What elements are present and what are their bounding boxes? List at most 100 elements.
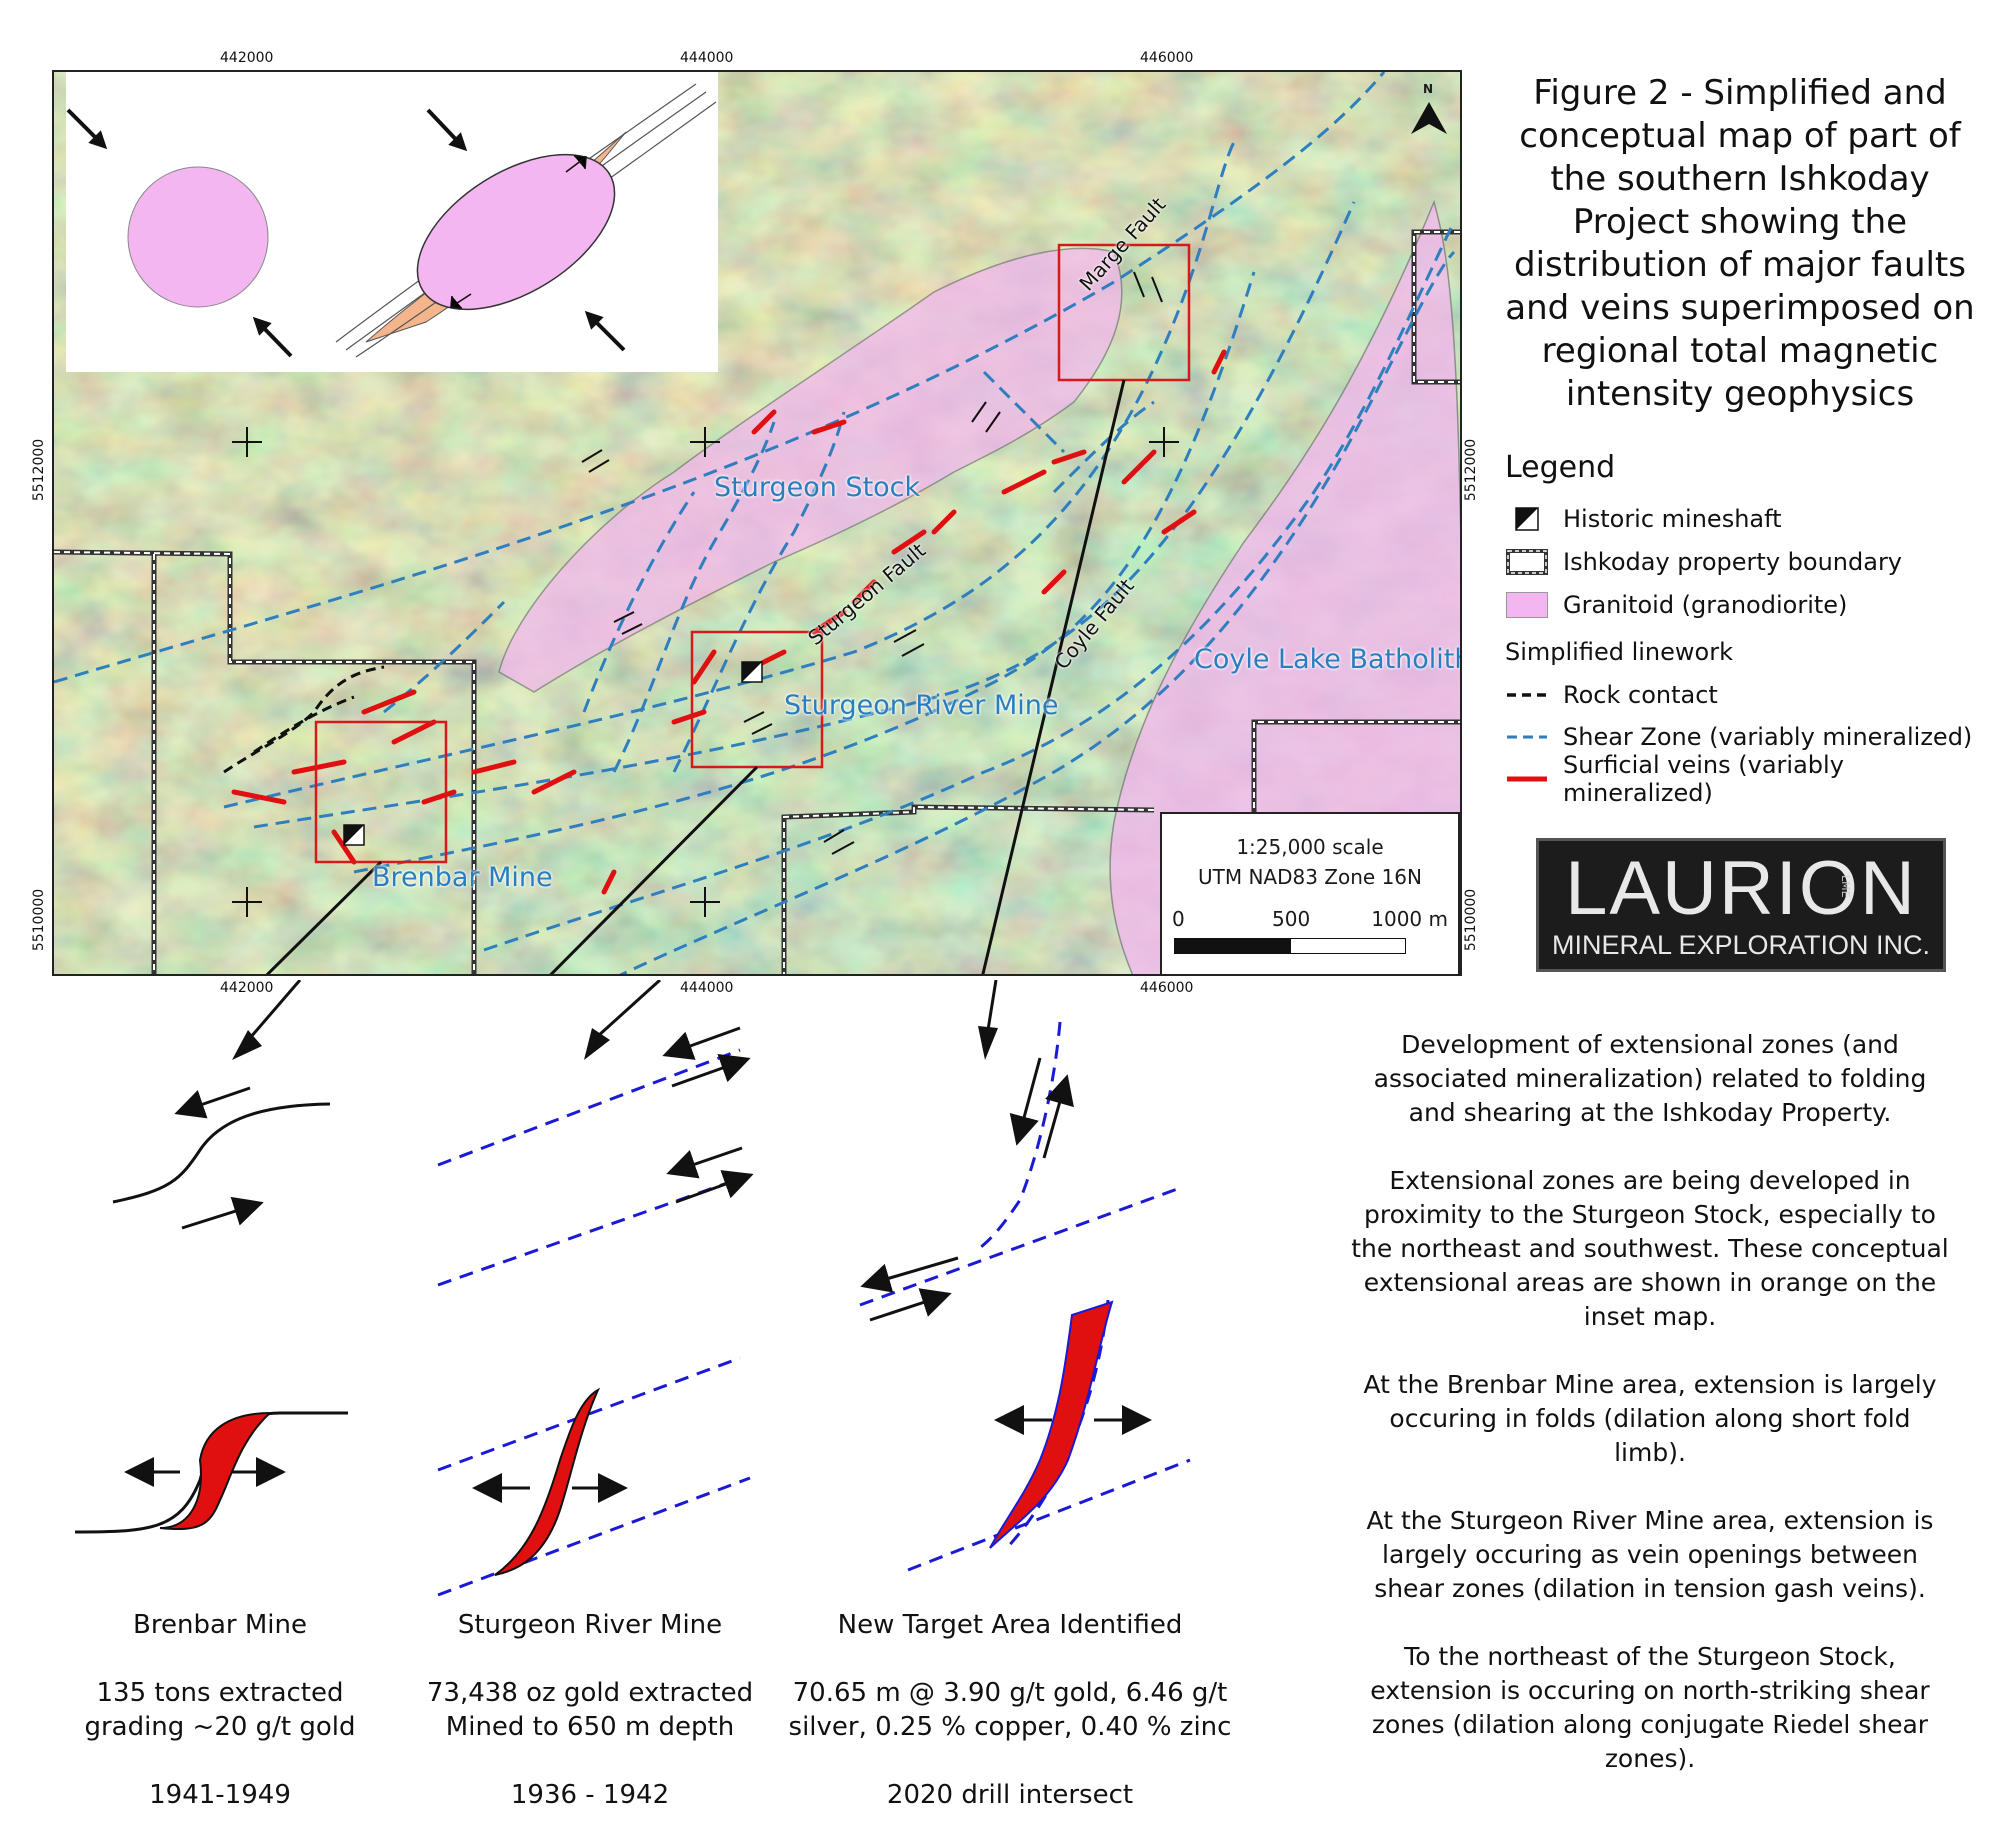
legend-item-shear-zone: Shear Zone (variably mineralized) — [1505, 720, 1972, 754]
surficial-veins — [231, 349, 1227, 895]
bottom-tick-444000: 444000 — [680, 980, 734, 996]
scale-tick-1000: 1000 m — [1371, 907, 1448, 931]
legend-label-rock-contact: Rock contact — [1563, 681, 1718, 709]
left-tick-5510000: 5510000 — [31, 888, 48, 952]
caption-target-name: New Target Area Identified — [837, 1610, 1183, 1640]
description-p1-line: Development of extensional zones (and — [1401, 1030, 1899, 1059]
description-p4-line: shear zones (dilation in tension gash ve… — [1374, 1574, 1926, 1603]
legend-label-vein: Surficial veins (variably mineralized) — [1563, 751, 1844, 807]
description-p2-line: inset map. — [1583, 1302, 1717, 1331]
caption-target-detail1: 70.65 m @ 3.90 g/t gold, 6.46 g/t — [792, 1678, 1228, 1708]
scale-tick-500: 500 — [1272, 907, 1311, 931]
shear-zones — [54, 72, 1456, 974]
description-p3-line: occuring in folds (dilation along short … — [1389, 1404, 1911, 1433]
right-tick-5512000: 5512000 — [1463, 438, 1480, 502]
scale-box: 1:25,000 scale UTM NAD83 Zone 16N 0 500 … — [1160, 812, 1460, 976]
strain-inset-diagram — [66, 72, 718, 372]
description-p2-line: proximity to the Sturgeon Stock, especia… — [1364, 1200, 1936, 1229]
map-frame: Sturgeon Stock Sturgeon River Mine Brenb… — [52, 70, 1462, 976]
description-p1-line: associated mineralization) related to fo… — [1373, 1064, 1927, 1093]
mineshaft-symbols — [343, 661, 763, 846]
logo-subtitle: MINERAL EXPLORATION INC. — [1551, 930, 1931, 960]
legend-item-granitoid: Granitoid (granodiorite) — [1505, 588, 1847, 622]
label-brenbar-mine: Brenbar Mine — [372, 862, 553, 893]
label-sturgeon-river-mine: Sturgeon River Mine — [784, 690, 1059, 721]
compression-arrows — [66, 108, 626, 358]
scale-bar-white — [1290, 938, 1406, 954]
target-riedel-dilation — [989, 1300, 1114, 1549]
legend-item-rock-contact: Rock contact — [1505, 678, 1718, 712]
left-tick-5512000: 5512000 — [31, 438, 48, 502]
scale-line1: 1:25,000 scale — [1236, 835, 1384, 859]
north-label: N — [1423, 82, 1434, 96]
description-p4-line: At the Sturgeon River Mine area, extensi… — [1366, 1506, 1934, 1535]
caption-target-dates: 2020 drill intersect — [886, 1780, 1134, 1810]
callout-arrows — [265, 379, 1126, 974]
caption-brenbar: Brenbar Mine 135 tons extracted grading … — [60, 1608, 380, 1812]
sturgeon-shear-lines — [437, 1048, 751, 1597]
description-p4-line: largely occuring as vein openings betwee… — [1382, 1540, 1918, 1569]
description-p5-line: extension is occuring on north-striking … — [1370, 1676, 1930, 1705]
brenbar-dilation — [159, 1411, 273, 1530]
caption-target-detail2: silver, 0.25 % copper, 0.40 % zinc — [788, 1712, 1232, 1742]
caption-sturgeon-dates: 1936 - 1942 — [510, 1780, 670, 1810]
logo-name: LAURION — [1565, 846, 1917, 931]
mineshaft-icon — [1515, 507, 1539, 531]
label-sturgeon-stock: Sturgeon Stock — [714, 472, 921, 503]
laurion-logo: LAURION MINERAL EXPLORATION INC. LME — [1536, 838, 1946, 972]
description-p3-line: At the Brenbar Mine area, extension is l… — [1363, 1370, 1937, 1399]
conceptual-diagrams — [74, 980, 1191, 1597]
north-arrow-icon — [1411, 102, 1447, 134]
caption-brenbar-detail1: 135 tons extracted — [96, 1678, 344, 1708]
description-p1: Development of extensional zones (and as… — [1320, 1028, 1980, 1130]
shear-zone-line — [1507, 735, 1547, 739]
legend-label-property-boundary: Ishkoday property boundary — [1563, 548, 1903, 576]
description-p5-line: zones (dilation along conjugate Riedel s… — [1371, 1710, 1929, 1739]
description-p5: To the northeast of the Sturgeon Stock, … — [1320, 1640, 1980, 1776]
bottom-tick-442000: 442000 — [220, 980, 274, 996]
rock-contact-line — [223, 665, 385, 774]
shear-sense-arrows — [581, 271, 1163, 855]
logo-mark: LME — [1839, 875, 1852, 898]
legend-item-mineshaft: Historic mineshaft — [1505, 502, 1782, 536]
granitoid-swatch — [1506, 592, 1548, 618]
caption-sturgeon-detail2: Mined to 650 m depth — [445, 1712, 735, 1742]
description-p2-line: extensional areas are shown in orange on… — [1363, 1268, 1937, 1297]
scale-bar-black — [1174, 938, 1290, 954]
description-p3: At the Brenbar Mine area, extension is l… — [1320, 1368, 1980, 1470]
legend-item-vein: Surficial veins (variably mineralized) — [1505, 751, 2000, 807]
rock-contact-line — [1507, 693, 1547, 697]
top-tick-446000: 446000 — [1140, 50, 1194, 66]
description-p2-line: the northeast and southwest. These conce… — [1351, 1234, 1949, 1263]
brenbar-fold-line — [112, 1102, 331, 1204]
description-p2-line: Extensional zones are being developed in — [1389, 1166, 1911, 1195]
sturgeon-stock-body — [498, 247, 1123, 693]
property-boundary-icon — [1506, 549, 1548, 575]
caption-sturgeon-detail1: 73,438 oz gold extracted — [426, 1678, 754, 1708]
description-p5-line: To the northeast of the Sturgeon Stock, — [1404, 1642, 1896, 1671]
vein-line — [1507, 776, 1547, 782]
caption-brenbar-dates: 1941-1949 — [149, 1780, 291, 1810]
caption-brenbar-name: Brenbar Mine — [133, 1610, 307, 1640]
legend-item-property-boundary: Ishkoday property boundary — [1505, 545, 1902, 579]
caption-brenbar-detail2: grading ~20 g/t gold — [84, 1712, 356, 1742]
caption-sturgeon-river: Sturgeon River Mine 73,438 oz gold extra… — [420, 1608, 760, 1812]
legend-label-granitoid: Granitoid (granodiorite) — [1563, 591, 1848, 619]
legend-label-shear-zone: Shear Zone (variably mineralized) — [1563, 723, 1973, 751]
top-tick-444000: 444000 — [680, 50, 734, 66]
caption-new-target: New Target Area Identified 70.65 m @ 3.9… — [780, 1608, 1240, 1812]
legend-label-mineshaft: Historic mineshaft — [1563, 505, 1782, 533]
caption-sturgeon-name: Sturgeon River Mine — [457, 1610, 723, 1640]
description-p1-line: and shearing at the Ishkoday Property. — [1408, 1098, 1892, 1127]
scale-tick-0: 0 — [1172, 907, 1185, 931]
label-coyle-lake-batholith: Coyle Lake Batholith — [1194, 644, 1462, 675]
legend-subtitle: Simplified linework — [1505, 638, 1733, 666]
description-p4: At the Sturgeon River Mine area, extensi… — [1320, 1504, 1980, 1606]
sturgeon-tension-gash — [494, 1387, 601, 1576]
scale-line2: UTM NAD83 Zone 16N — [1197, 865, 1422, 889]
top-tick-442000: 442000 — [220, 50, 274, 66]
legend-title: Legend — [1505, 450, 1616, 485]
right-tick-5510000: 5510000 — [1463, 888, 1480, 952]
description-p5-line: zones). — [1604, 1744, 1696, 1773]
bottom-tick-446000: 446000 — [1140, 980, 1194, 996]
